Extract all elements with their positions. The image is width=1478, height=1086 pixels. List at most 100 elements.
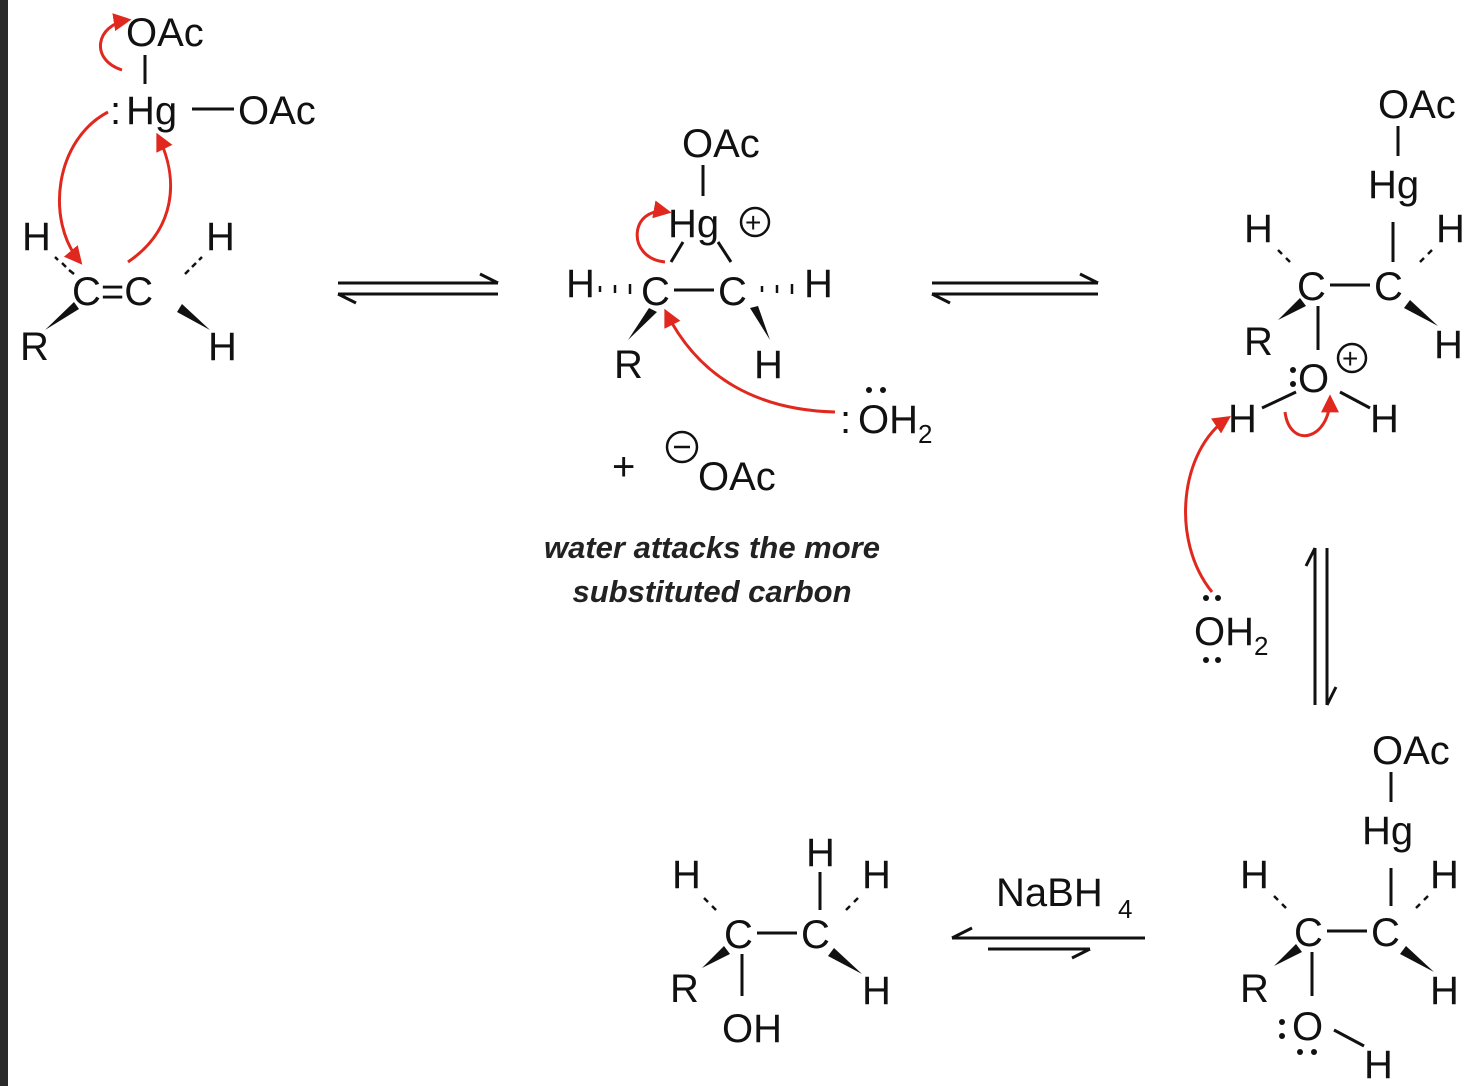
hg-label: Hg: [126, 89, 177, 133]
hashed-bond: [853, 897, 859, 903]
hashed-bond: [703, 897, 709, 903]
structure-3-oxonium-ion: OAc Hg H H C C R H O + H H OH 2: [1184, 83, 1465, 663]
water-subscript: 2: [918, 419, 932, 449]
lone-pair-dot: [1203, 595, 1209, 601]
structure-4-organomercury-alcohol: OAc Hg H H C C R H O H: [1240, 729, 1459, 1086]
hashed-bond: [1285, 257, 1291, 263]
oac-label: OAc: [238, 89, 316, 133]
positive-charge-icon: [739, 206, 771, 238]
acetate-label: OAc: [698, 455, 776, 499]
structure-1-mercuric-acetate-and-alkene: OAc : Hg OAc H H C=C R H: [20, 11, 316, 369]
h-label: H: [754, 343, 783, 387]
curly-arrow: [1184, 415, 1231, 593]
reduction-arrow: NaBH 4: [951, 871, 1145, 960]
o-h-bond: [1261, 390, 1297, 410]
h-label: H: [1430, 969, 1459, 1013]
equilibrium-arrow-1: [337, 272, 499, 305]
hashed-bond: [1423, 895, 1429, 901]
oac-label: OAc: [682, 122, 760, 166]
negative-charge-icon: [665, 430, 699, 464]
hashed-bond: [191, 262, 197, 268]
lone-pair-dot: [1297, 1049, 1303, 1055]
h-label: H: [804, 262, 833, 306]
lone-pair-colon: :: [110, 89, 121, 133]
hashed-bond: [1419, 257, 1425, 263]
lone-pair-dot: [1290, 367, 1296, 373]
lone-pair-dot: [1311, 1049, 1317, 1055]
hg-label: Hg: [668, 202, 719, 246]
lone-pair-dot: [1215, 595, 1221, 601]
h-label: H: [208, 325, 237, 369]
hashed-bond: [61, 262, 67, 268]
hashed-bond: [1273, 895, 1279, 901]
lone-pair-dot: [1279, 1033, 1285, 1039]
lone-pair-dot: [1290, 381, 1296, 387]
equilibrium-arrow-2: [931, 272, 1099, 305]
wedge-bond: [1278, 298, 1306, 320]
h-label: H: [206, 215, 235, 259]
lone-pair-dot: [880, 387, 886, 393]
structure-2-mercurinium-ion: OAc Hg + H C C H R H : OH 2 + OAc: [566, 122, 932, 499]
h-label: H: [1370, 397, 1399, 441]
h-label: H: [566, 262, 595, 306]
c-label: C: [641, 270, 670, 314]
reagent-subscript: 4: [1118, 894, 1132, 924]
lone-pair-dot: [866, 387, 872, 393]
h-label: H: [806, 831, 835, 875]
oac-label: OAc: [1378, 83, 1456, 127]
wedge-bond: [702, 946, 730, 968]
reagent-label: NaBH: [996, 871, 1103, 915]
r-label: R: [1244, 320, 1273, 364]
c-label: C: [718, 270, 747, 314]
o-h-bond: [1339, 390, 1371, 410]
lone-pair-dot: [1279, 1019, 1285, 1025]
wedge-bond: [628, 308, 657, 340]
hg-c-bond: [716, 241, 733, 263]
equilibrium-arrow-vertical: [1304, 547, 1338, 706]
lone-pair-colon: :: [840, 398, 851, 442]
h-label: H: [1244, 207, 1273, 251]
wedge-bond: [1404, 300, 1438, 326]
hashed-bond: [845, 905, 851, 911]
curly-arrow: [98, 13, 132, 72]
wedge-bond: [45, 302, 79, 330]
c-label: C: [1371, 911, 1400, 955]
h-label: H: [1436, 207, 1465, 251]
h-label: H: [862, 853, 891, 897]
h-label: H: [862, 969, 891, 1013]
oac-label: OAc: [1372, 729, 1450, 773]
hashed-bond: [1427, 249, 1433, 255]
hg-c-bond: [669, 241, 685, 263]
curly-arrow: [664, 308, 836, 414]
c-label: C: [1294, 911, 1323, 955]
r-label: R: [20, 325, 49, 369]
hashed-bond: [184, 269, 190, 275]
caption-line-1: water attacks the more: [544, 530, 880, 565]
water-label: OH: [858, 398, 918, 442]
c-label: C: [801, 913, 830, 957]
oac-label: OAc: [126, 11, 204, 55]
curly-arrow: [635, 200, 672, 264]
h-label: H: [1434, 323, 1463, 367]
hg-label: Hg: [1362, 809, 1413, 853]
h-label: H: [1240, 853, 1269, 897]
h-label: H: [22, 215, 51, 259]
alkene-double-bond-label: C=C: [72, 270, 153, 314]
c-label: C: [724, 913, 753, 957]
lone-pair-dot: [1215, 657, 1221, 663]
structure-5-alcohol-product: H H H C C R H OH: [670, 831, 891, 1051]
hg-label: Hg: [1368, 163, 1419, 207]
hashed-bond: [1277, 249, 1283, 255]
hashed-bond: [54, 256, 59, 261]
h-label: H: [1228, 397, 1257, 441]
r-label: R: [614, 343, 643, 387]
h-label: H: [1430, 853, 1459, 897]
wedge-bond: [177, 304, 210, 330]
positive-charge-icon: [1336, 342, 1368, 374]
lone-pair-dot: [1203, 657, 1209, 663]
h-label: H: [1364, 1043, 1393, 1086]
hashed-bond: [68, 269, 75, 275]
hashed-bond: [198, 256, 203, 261]
water-label: OH: [1194, 610, 1254, 654]
